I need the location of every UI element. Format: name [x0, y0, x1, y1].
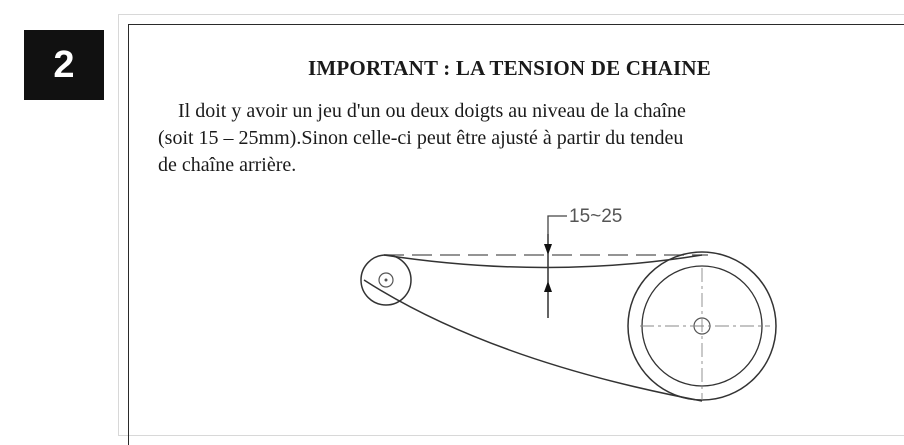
paragraph-line: Il doit y avoir un jeu d'un ou deux doig… — [178, 100, 686, 122]
upper-chain-run — [383, 254, 703, 269]
content-frame — [128, 24, 904, 445]
paragraph-line: (soit 15 – 25mm).Sinon celle-ci peut êtr… — [158, 127, 684, 149]
lower-chain-run — [363, 279, 703, 402]
front-sprocket-outer — [360, 254, 412, 306]
front-sprocket-axle — [384, 278, 388, 282]
dimension-leader-line — [547, 215, 567, 234]
dimension-label: 15~25 — [569, 206, 622, 227]
front-sprocket-hub — [378, 272, 394, 288]
measurement-arrow-down — [544, 244, 552, 255]
paragraph-line: de chaîne arrière. — [158, 154, 297, 176]
chain-tension-diagram: 15~25 — [360, 206, 777, 402]
section-title: IMPORTANT : LA TENSION DE CHAINE — [308, 56, 711, 80]
step-number-badge: 2 — [24, 30, 104, 100]
instruction-paragraph: Il doit y avoir un jeu d'un ou deux doig… — [158, 98, 686, 179]
measurement-arrow-up — [544, 281, 552, 292]
